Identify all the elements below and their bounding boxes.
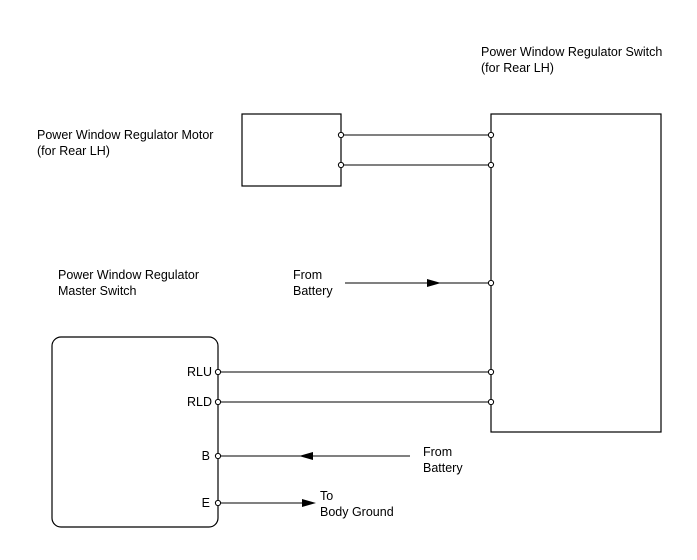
to-ground-line1: To [320,489,334,503]
pin-e-label: E [201,496,210,510]
to-ground-line2: Body Ground [320,505,394,519]
battery-arrow-top [427,279,441,287]
to-ground-label: To Body Ground [320,488,394,520]
terminal-master-e [214,499,222,507]
terminal-motor-1 [337,131,345,139]
rear-switch-label-line2: (for Rear LH) [481,61,554,75]
motor-label: Power Window Regulator Motor (for Rear L… [37,127,213,159]
rear-switch-label-line1: Power Window Regulator Switch [481,45,663,59]
pin-rlu-label: RLU [186,365,212,379]
motor-label-line1: Power Window Regulator Motor [37,128,214,142]
terminal-switch-battery [487,279,495,287]
terminal-master-b [214,452,222,460]
pin-b-label: B [201,449,210,463]
master-switch-label: Power Window Regulator Master Switch [58,267,199,299]
terminal-master-rld [214,398,222,406]
terminal-switch-1 [487,131,495,139]
pin-rld-label: RLD [186,395,212,409]
rear-switch-label: Power Window Regulator Switch (for Rear … [481,44,662,76]
terminal-master-rlu [214,368,222,376]
master-switch-label-line2: Master Switch [58,284,137,298]
from-battery-bottom-label: From Battery [423,444,463,476]
master-switch-box [51,336,219,528]
from-battery-top-label: From Battery [293,267,333,299]
ground-arrow [302,499,316,507]
motor-label-line2: (for Rear LH) [37,144,110,158]
motor-box [241,113,342,187]
battery-arrow-bottom [299,452,313,460]
from-battery-bottom-line1: From [423,445,453,459]
from-battery-top-line2: Battery [293,284,333,298]
terminal-switch-rld [487,398,495,406]
from-battery-top-line1: From [293,268,323,282]
master-switch-label-line1: Power Window Regulator [58,268,200,282]
terminal-motor-2 [337,161,345,169]
terminal-switch-rlu [487,368,495,376]
rear-switch-box [490,113,662,433]
from-battery-bottom-line2: Battery [423,461,463,475]
terminal-switch-2 [487,161,495,169]
